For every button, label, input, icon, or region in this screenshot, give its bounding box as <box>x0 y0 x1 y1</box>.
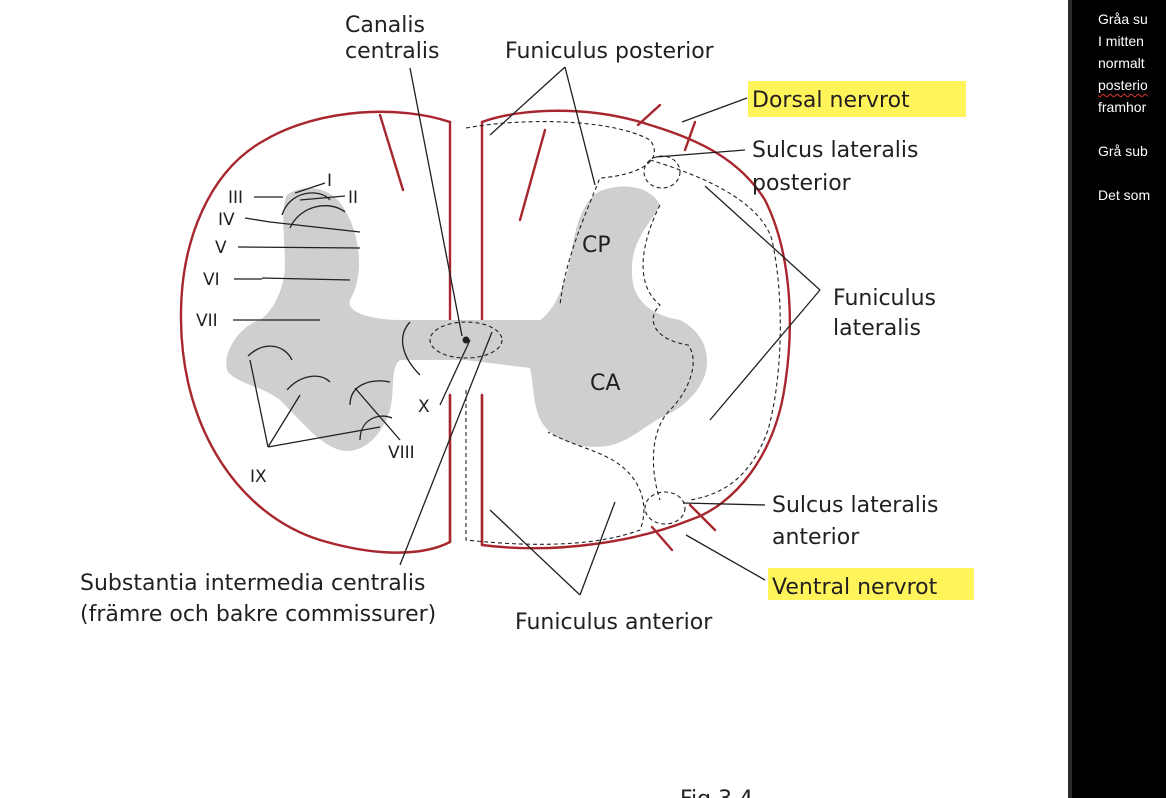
lamina-ii-label: II <box>348 188 358 208</box>
dorsal-nervrot-leader <box>681 97 748 123</box>
sulcus-lat-ant-label-line1: Sulcus lateralis <box>772 493 938 518</box>
ventral-root-line <box>650 525 674 552</box>
ix-leader-2 <box>267 394 301 448</box>
lamina-ix-label: IX <box>250 467 267 487</box>
right-septum-line <box>518 128 547 222</box>
canalis-label-line1: Canalis <box>345 13 425 38</box>
sulcus-lat-ant-label-line2: anterior <box>772 525 860 550</box>
notes-line-6: Grå sub <box>1098 143 1148 159</box>
left-septum-line <box>378 113 405 192</box>
sulcus-lat-ant-leader <box>682 502 766 506</box>
sulcus-lateralis-anterior-dashed-circle <box>644 491 686 525</box>
ix-leader-3 <box>267 426 381 448</box>
spinal-cord-outline <box>179 110 452 554</box>
spinal-cord-outline-right <box>480 109 791 550</box>
funiculus-posterior-leader-1 <box>489 66 566 136</box>
funiculus-posterior-leader-2 <box>564 66 596 186</box>
left-grey-matter <box>226 188 465 451</box>
substantia-leader-2 <box>439 339 471 406</box>
slide-canvas: Canalis centralis Funiculus posterior Do… <box>80 13 974 798</box>
lamina-i-label: I <box>327 171 332 191</box>
central-canal-dot <box>462 336 470 344</box>
substantia-leader <box>399 331 493 566</box>
notes-line-3: normalt <box>1098 55 1145 71</box>
funiculus-lat-leader-2 <box>709 289 821 421</box>
sulcus-lat-post-label-line2: posterior <box>752 171 852 196</box>
ventral-nervrot-leader <box>685 534 766 581</box>
dorsal-root-line <box>636 103 662 127</box>
funiculus-lat-label-line2: lateralis <box>833 316 921 341</box>
lamina-ix-arc-1 <box>247 345 293 361</box>
right-grey-matter <box>465 186 708 447</box>
lateral-funiculus-dashed <box>649 159 781 501</box>
lamina-ix-arc-2 <box>286 375 331 391</box>
lamina-iii-label: III <box>228 188 243 208</box>
funiculus-anterior-leader-1 <box>489 509 581 596</box>
lamina-viii-arc <box>349 380 391 406</box>
dorsal-nervrot-highlight <box>748 81 966 117</box>
canalis-label-line2: centralis <box>345 39 439 64</box>
lamina-line-vi <box>261 277 351 281</box>
lamina-x-label: X <box>418 397 430 417</box>
lamina-x-arc <box>401 321 421 376</box>
dorsal-root-line-2 <box>683 120 697 152</box>
lamina-line-iv <box>269 221 361 233</box>
lamina-viii-label: VIII <box>388 443 415 463</box>
viii-leader <box>354 387 401 441</box>
funiculus-anterior-leader-2 <box>579 501 616 596</box>
ventral-nervrot-label: Ventral nervrot <box>772 575 938 600</box>
dorsal-nervrot-label: Dorsal nervrot <box>752 88 910 113</box>
lamina-i-leader <box>294 182 326 194</box>
notes-line-4: posterio <box>1098 77 1148 93</box>
lateral-inner-dashed <box>642 204 694 501</box>
cp-label: CP <box>582 233 611 258</box>
posterior-funiculus-dashed <box>465 121 655 306</box>
spinal-cord-cross-section-diagram: Canalis centralis Funiculus posterior Do… <box>80 13 974 798</box>
funiculus-anterior-label: Funiculus anterior <box>515 610 713 635</box>
central-commissure-dashed-oval <box>429 321 503 359</box>
ventral-nervrot-highlight <box>768 568 974 600</box>
funiculus-lat-label-line1: Funiculus <box>833 286 936 311</box>
lamina-iv-label: IV <box>218 210 235 230</box>
lamina-arc-2 <box>289 205 346 229</box>
sulcus-lat-post-leader <box>655 149 746 158</box>
lamina-ix-arc-3 <box>359 415 393 441</box>
notes-line-1: Gråa su <box>1098 11 1148 27</box>
funiculus-posterior-label: Funiculus posterior <box>505 39 715 64</box>
lamina-v-label: V <box>215 238 227 258</box>
anterior-funiculus-dashed <box>465 390 645 545</box>
ventral-root-line-2 <box>688 503 717 532</box>
ca-label: CA <box>590 371 620 396</box>
substantia-label-line1: Substantia intermedia centralis <box>80 571 425 596</box>
notes-line-2: I mitten <box>1098 33 1144 49</box>
lamina-iv-leader <box>244 217 271 223</box>
lamina-line-v <box>237 246 361 249</box>
lamina-vi-label: VI <box>203 270 220 290</box>
funiculus-lat-leader-1 <box>704 185 821 291</box>
canalis-leader <box>409 67 463 337</box>
substantia-label-line2: (främre och bakre commissurer) <box>80 602 436 627</box>
notes-panel: Gråa su I mitten normalt posterio framho… <box>1068 0 1166 798</box>
notes-line-7: Det som <box>1098 187 1151 203</box>
ix-leader-1 <box>249 359 269 448</box>
lamina-ii-leader <box>299 195 346 201</box>
lamina-vii-label: VII <box>196 311 218 331</box>
sulcus-lat-post-label-line1: Sulcus lateralis <box>752 138 918 163</box>
notes-line-5: framhor <box>1098 99 1147 115</box>
figure-caption: Fig 3.4 <box>680 787 753 798</box>
sulcus-lateralis-posterior-dashed-circle <box>643 155 681 189</box>
